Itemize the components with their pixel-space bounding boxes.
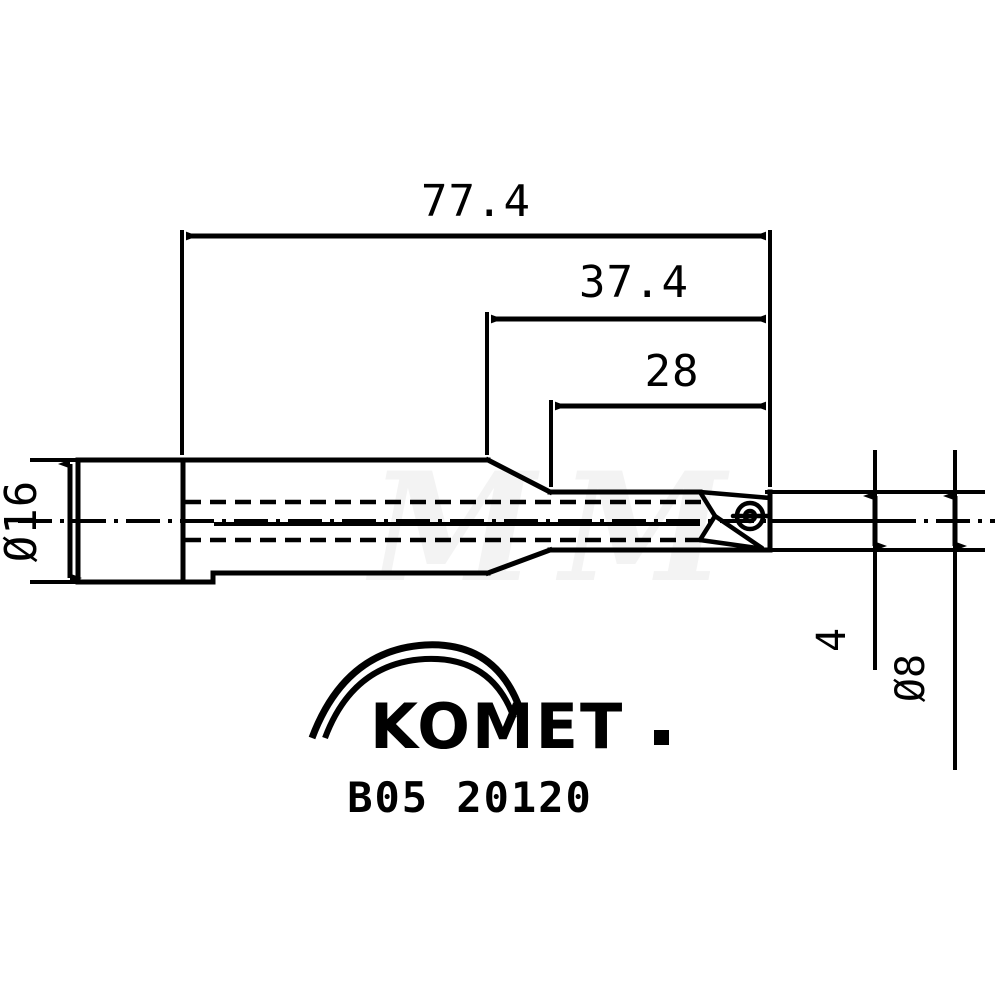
dim-label-tip-width: 4 (809, 628, 855, 652)
dim-label-cutting-diameter: Ø8 (888, 654, 934, 702)
pocket-lower-face (697, 513, 718, 543)
pocket-top-chamfer (697, 489, 773, 501)
dim-label-shank-diameter: Ø16 (0, 480, 47, 562)
insert-screw-circle (734, 500, 766, 532)
komet-arc-outer (308, 641, 527, 740)
komet-wordmark: KOMET (370, 690, 624, 763)
pocket-upper-face (697, 489, 718, 519)
hidden-coolant-lines (185, 499, 706, 543)
taper-bottom (484, 546, 554, 577)
tool-outline (75, 456, 773, 585)
part-number-label: B05 20120 (347, 773, 593, 822)
komet-arc-inner (322, 655, 517, 740)
pocket-lower-chamfer (697, 537, 760, 551)
komet-registered-dot (654, 730, 669, 745)
watermark: M M (365, 440, 730, 616)
dimension-labels: 77.4 37.4 28 Ø16 4 Ø8 (0, 176, 934, 702)
dim-label-28: 28 (645, 346, 700, 397)
dimension-lines (58, 231, 967, 770)
watermark-glyph: M (365, 440, 540, 616)
dim-label-overall-length: 77.4 (421, 176, 531, 227)
komet-logo: KOMET (308, 641, 669, 763)
dim-label-374: 37.4 (579, 257, 689, 308)
taper-top (484, 456, 554, 496)
watermark-glyph-2: M (555, 440, 730, 616)
shank-bottom-edge (75, 570, 491, 585)
